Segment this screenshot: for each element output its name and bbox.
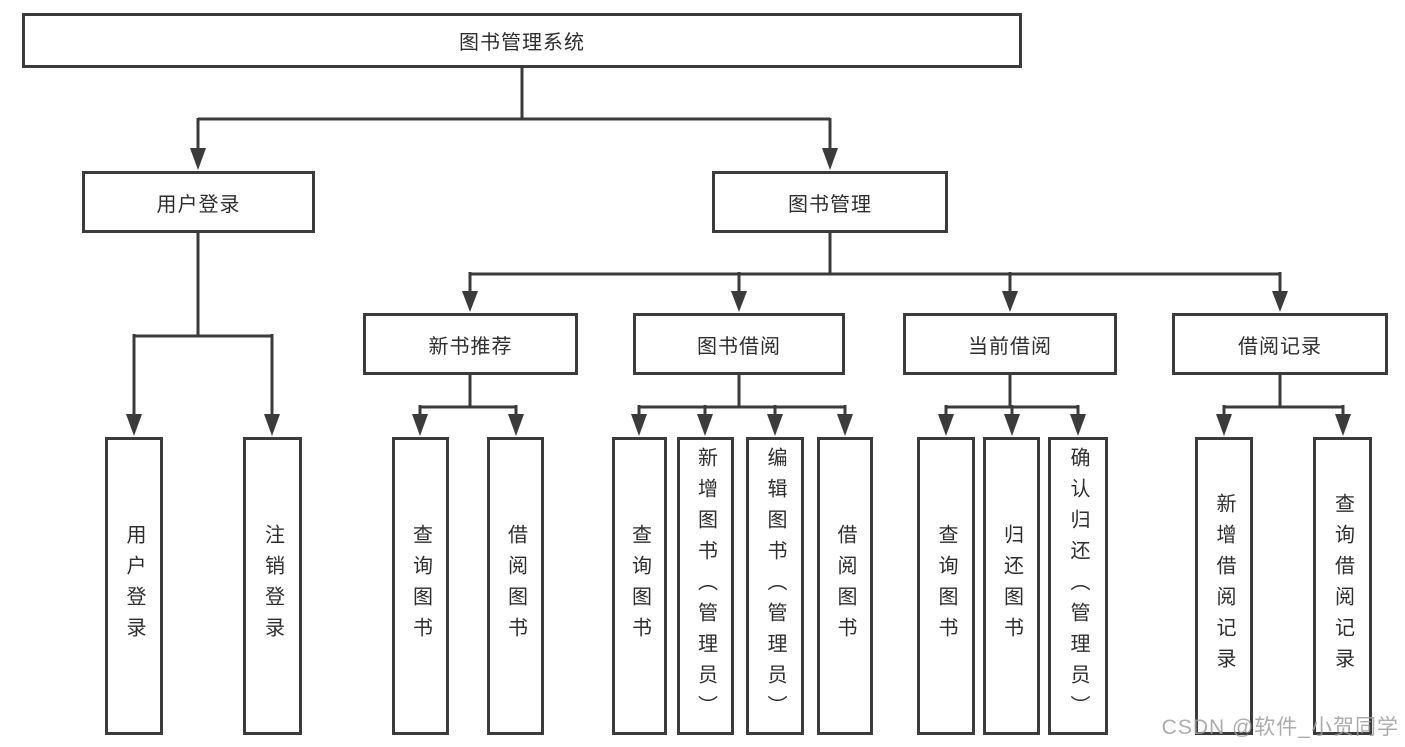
node-label: 新增图书（管理员） xyxy=(694,446,717,726)
node-label: 查询图书 xyxy=(628,524,651,648)
arrowhead-icons xyxy=(126,148,1351,436)
leaf-query-books: 查询图书 xyxy=(917,437,975,735)
node-label: 编辑图书（管理员） xyxy=(764,446,786,726)
node-root-library-management-system: 图书管理系统 xyxy=(22,13,1022,68)
leaf-logout: 注销登录 xyxy=(243,437,302,735)
node-label: 当前借阅 xyxy=(968,335,1052,358)
leaf-return-book: 归还图书 xyxy=(983,437,1040,735)
node-current-borrow: 当前借阅 xyxy=(903,313,1117,375)
node-label: 查询图书 xyxy=(935,524,957,648)
leaf-query-books: 查询图书 xyxy=(612,437,667,735)
node-label: 查询借阅记录 xyxy=(1331,493,1354,679)
node-new-book-recommend: 新书推荐 xyxy=(363,313,578,375)
node-book-borrow: 图书借阅 xyxy=(633,313,845,375)
node-label: 新书推荐 xyxy=(428,335,513,358)
node-user-login: 用户登录 xyxy=(82,171,315,233)
node-label: 借阅图书 xyxy=(834,524,856,648)
node-label: 注销登录 xyxy=(261,524,284,648)
leaf-query-borrow-record: 查询借阅记录 xyxy=(1313,437,1372,735)
node-label: 确认归还（管理员） xyxy=(1067,446,1089,726)
node-borrow-records: 借阅记录 xyxy=(1172,313,1388,375)
node-label: 新增借阅记录 xyxy=(1213,493,1235,679)
leaf-borrow-books: 借阅图书 xyxy=(487,437,544,735)
csdn-watermark: CSDN @软件_小贺同学 xyxy=(1161,716,1399,739)
leaf-confirm-return-admin: 确认归还（管理员） xyxy=(1048,437,1108,735)
node-label: 图书管理 xyxy=(788,193,872,216)
leaf-add-borrow-record: 新增借阅记录 xyxy=(1195,437,1253,735)
leaf-query-books: 查询图书 xyxy=(392,437,449,735)
node-label: 用户登录 xyxy=(156,193,241,216)
node-label: 借阅图书 xyxy=(504,524,527,648)
leaf-user-login: 用户登录 xyxy=(105,437,163,735)
node-label: 图书管理系统 xyxy=(459,32,585,54)
node-label: 用户登录 xyxy=(123,524,145,648)
node-label: 图书借阅 xyxy=(697,335,781,358)
node-label: 借阅记录 xyxy=(1238,335,1322,358)
node-label: 查询图书 xyxy=(409,524,432,648)
node-label: 归还图书 xyxy=(1000,524,1023,648)
leaf-add-book-admin: 新增图书（管理员） xyxy=(677,437,734,735)
leaf-borrow-books: 借阅图书 xyxy=(817,437,873,735)
node-book-management: 图书管理 xyxy=(712,171,948,233)
leaf-edit-book-admin: 编辑图书（管理员） xyxy=(746,437,804,735)
